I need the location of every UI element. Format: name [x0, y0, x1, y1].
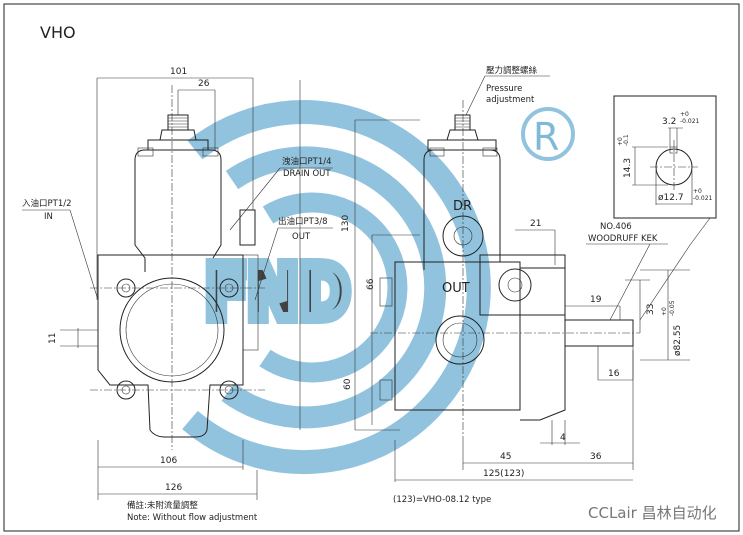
- dim-45: 45: [500, 452, 511, 462]
- key-height: 14.3: [623, 158, 633, 178]
- dim-lower: 60: [343, 378, 353, 390]
- shaft-diameter-tol-top: +0: [693, 188, 702, 195]
- pressure-label-en1: Pressure: [486, 84, 522, 94]
- dim-top-width: 101: [170, 67, 187, 77]
- registered-mark: R: [533, 115, 559, 159]
- inlet-label-en: IN: [44, 212, 53, 222]
- key-width-tol-bot: -0.021: [680, 118, 700, 125]
- fnd-watermark: FND R: [182, 100, 575, 475]
- key-height-tol-top: +0: [617, 137, 624, 146]
- dim-36: 36: [590, 452, 602, 462]
- outlet-label-en: OUT: [292, 232, 311, 242]
- key-type: WOODRUFF KEK: [588, 234, 658, 244]
- dim-total: 125(123): [483, 469, 524, 479]
- key-width-tol-top: +0: [680, 111, 689, 118]
- drain-label-en: DRAIN OUT: [283, 169, 331, 179]
- shaft-diameter: ø12.7: [658, 193, 684, 203]
- dim-21: 21: [530, 219, 541, 229]
- key-width: 3.2: [662, 117, 676, 127]
- shaft-diameter-tol-bot: -0.021: [693, 195, 713, 202]
- dim-16: 16: [608, 369, 620, 379]
- sheet-border: [3, 3, 740, 532]
- pressure-label-en2: adjustment: [486, 95, 535, 105]
- model-title: VHO: [40, 23, 76, 42]
- type-note: (123)=VHO-08.12 type: [393, 495, 491, 505]
- dim-port-offset: 11: [48, 333, 58, 344]
- front-view: 101 26 11 106 126 130 入油口PT1/2 IN 洩油口PT1…: [22, 67, 351, 500]
- pilot-tol-top: +0: [661, 307, 668, 316]
- watermark-text: FND: [205, 250, 350, 336]
- dim-top-center: 26: [198, 79, 210, 89]
- shaft-key-detail: 3.2 +0 -0.021 14.3 +0 -0.1 ø12.7 +0 -0.0…: [586, 95, 717, 321]
- dim-base-outer: 126: [165, 483, 182, 493]
- note-en: Note: Without flow adjustment: [127, 513, 258, 523]
- brand-watermark: CCLair 昌林自动化: [588, 504, 717, 522]
- key-height-tol-bot: -0.1: [623, 134, 630, 146]
- dim-base-inner: 106: [160, 456, 177, 466]
- pilot-tol-bot: -0.05: [669, 300, 676, 316]
- outlet-label-cn: 出油口PT3/8: [278, 216, 328, 227]
- dim-33: 33: [646, 304, 656, 315]
- dim-19: 19: [590, 295, 602, 305]
- pressure-label-cn: 壓力調整螺絲: [486, 65, 538, 76]
- dim-upper: 66: [366, 278, 376, 290]
- dim-4: 4: [560, 433, 566, 443]
- key-number: NO.406: [600, 222, 632, 232]
- note-cn: 備註:未附流量調整: [127, 500, 198, 511]
- side-view: DR OUT 66 60 21 19 33 16 4 45 36 125(123…: [343, 65, 690, 482]
- dim-height: 130: [341, 215, 351, 232]
- dim-pilot-diameter: ø82.55: [673, 325, 683, 356]
- out-label: OUT: [442, 281, 470, 296]
- dr-label: DR: [453, 199, 472, 214]
- drain-label-cn: 洩油口PT1/4: [282, 156, 332, 167]
- inlet-label-cn: 入油口PT1/2: [22, 198, 72, 209]
